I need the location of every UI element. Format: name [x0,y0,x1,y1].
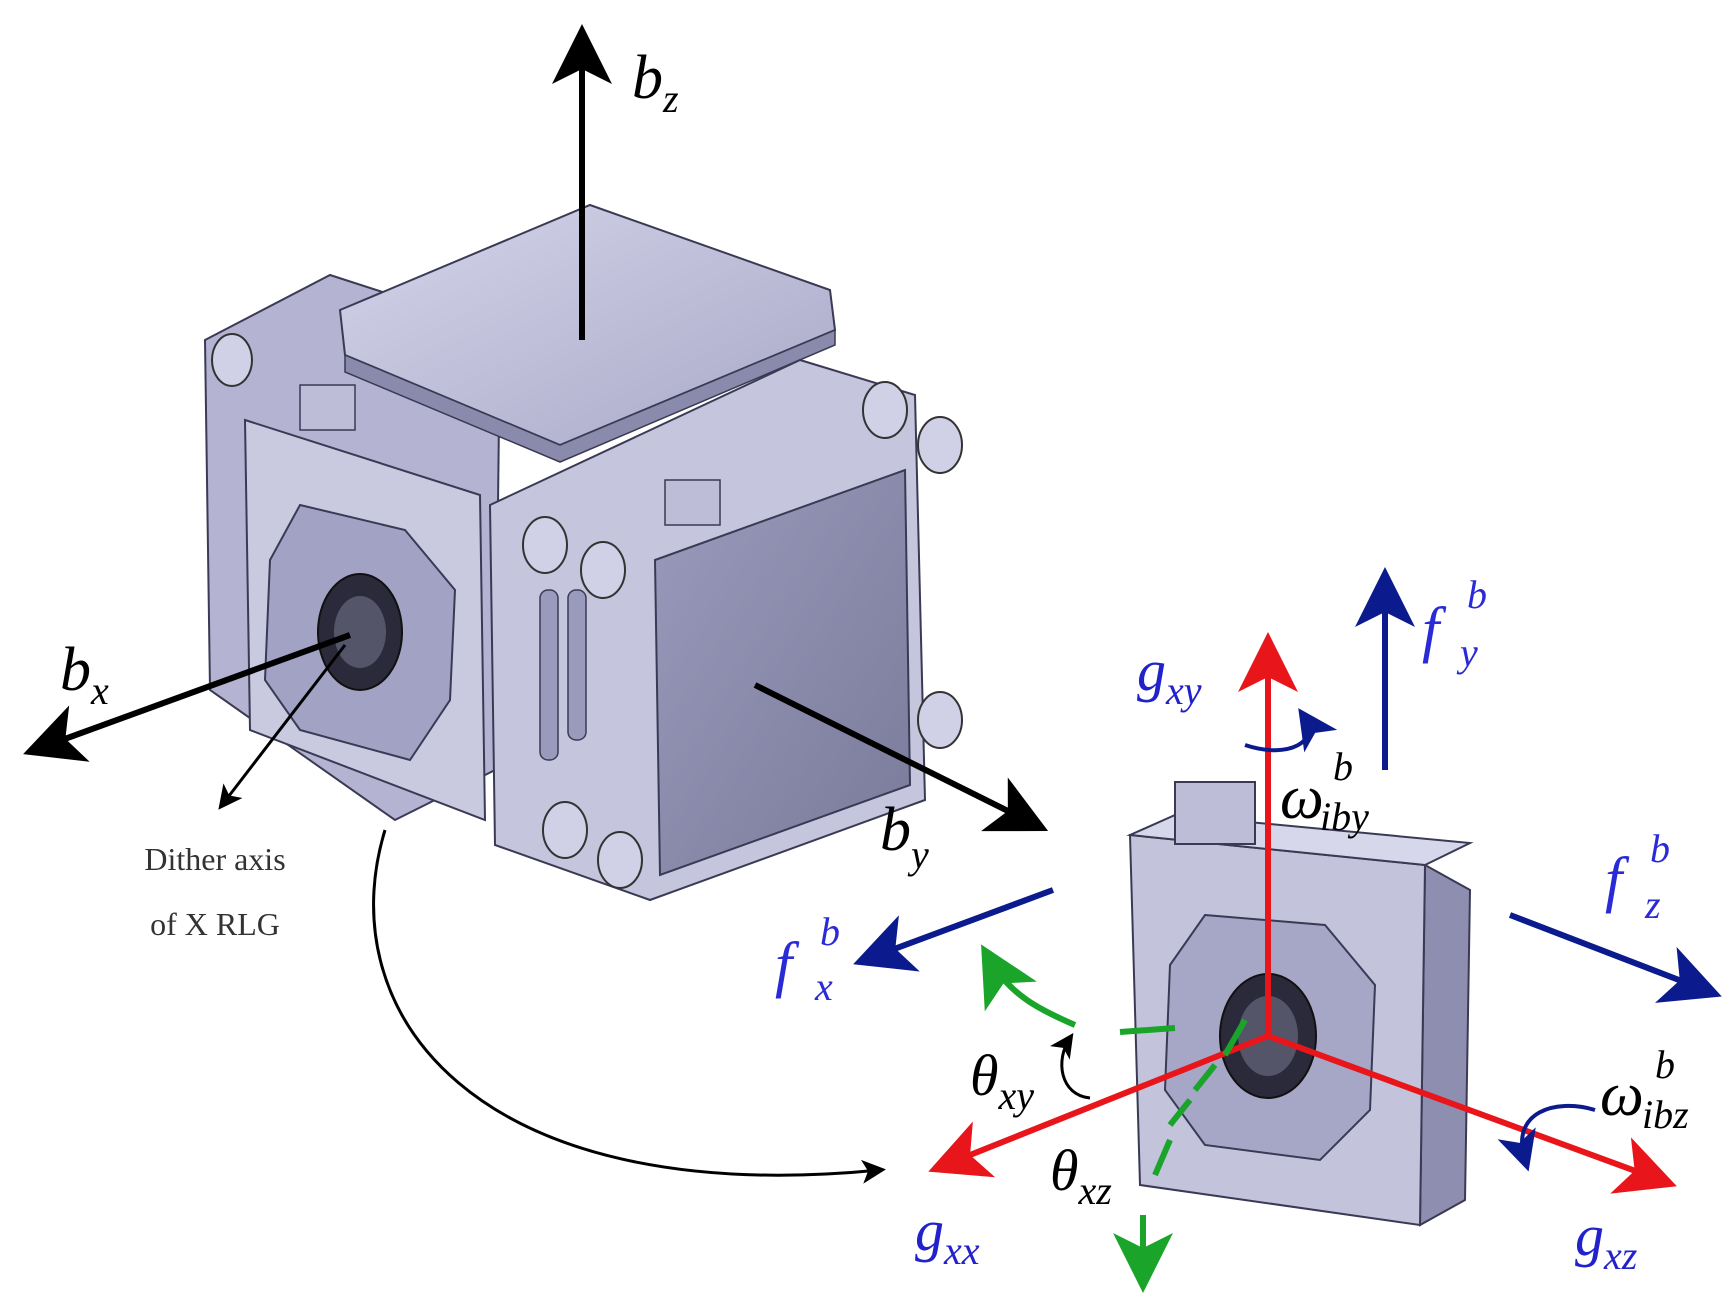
theta-xy-arrow [1049,1033,1091,1100]
bx-axis-arrow [23,632,352,762]
x-rlg-disc-inner [334,596,386,668]
fy-label-sup: b [1467,572,1487,617]
fx-label-sup: b [820,909,840,954]
misalign-dash-5 [1152,1138,1173,1177]
accel-axes [853,567,1722,1003]
housing-top-edge [344,328,836,463]
misalign-dash-1 [1119,1025,1176,1035]
housing-bolts [211,333,963,889]
fz-axis-arrow [1508,912,1722,1003]
fz-label-sup: b [1650,826,1670,871]
gyro-axes [928,632,1677,1194]
fx-axis-arrow [853,887,1055,972]
by-label: by [880,796,929,877]
gxy-label: gxy [1137,638,1202,713]
theta-xy-label: θxy [970,1043,1034,1118]
imu-housing [203,203,963,902]
dither-caption-line2: of X RLG [150,906,280,942]
w-ibz-label-sub: ibz [1642,1092,1689,1137]
w-ibz-label-base: ω [1600,1061,1644,1129]
theta-xz-label: θxz [1050,1138,1112,1213]
w-iby-label-base: ω [1280,764,1324,832]
bz-label: bz [632,44,679,121]
misalign-dash-4 [1167,1098,1193,1127]
fy-label-sub: y [1456,630,1478,675]
sensor-connector [1174,781,1256,845]
dither-axis-arrow [218,644,347,810]
misalignment-indicators [981,944,1248,1293]
fy-label-base: f [1422,596,1447,664]
connector-block-2 [664,479,721,526]
fz-label-base: f [1605,846,1630,914]
connector-block-1 [299,384,356,431]
frame-slot-2 [567,589,587,741]
w-iby-label-sup: b [1333,744,1353,789]
fz-label-sub: z [1644,882,1661,927]
w-iby-label-sub: iby [1320,794,1369,839]
w-ibz-label-sup: b [1655,1042,1675,1087]
gxx-axis-arrow [928,1033,1270,1178]
w-iby-rotation-arrow [1244,708,1338,753]
misalign-dash-3 [1192,1063,1218,1092]
rlg-sensor-block [1126,781,1474,1227]
gxx-label: gxx [915,1198,980,1273]
misalign-xy-arrow [981,944,1077,1028]
transfer-arrow [372,829,886,1184]
gxz-axis-arrow [1266,1033,1677,1194]
gxz-label: gxz [1575,1203,1638,1278]
housing-right-plate [653,468,912,877]
fx-label-sub: x [814,964,833,1009]
dither-caption-line1: Dither axis [144,841,285,877]
misalign-dash-2 [1222,1018,1248,1057]
body-frame-axes [23,24,1049,832]
w-ibz-rotation-arrow [1497,1104,1596,1172]
by-axis-arrow [753,682,1049,832]
sensor-side [1418,863,1472,1227]
fx-label-base: f [775,931,800,999]
bx-label: bx [60,636,109,713]
frame-slot-1 [539,589,559,761]
